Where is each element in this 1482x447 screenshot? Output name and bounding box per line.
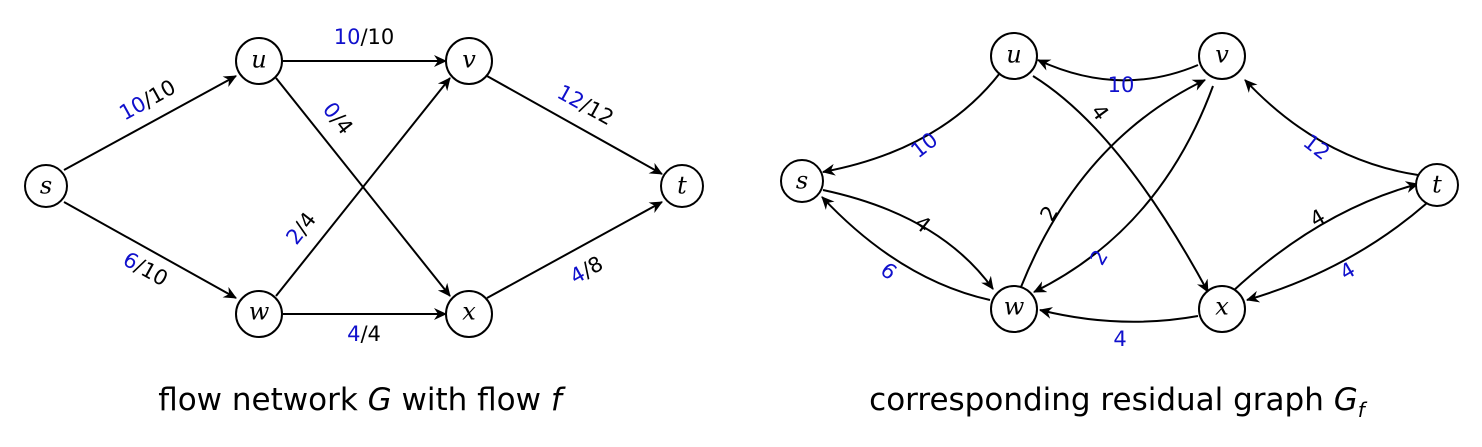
residual-node-w: w [990,285,1038,333]
residual-graph-diagram: 10 4 6 10 4 2 2 4 12 4 4 s u v w x t cor… [780,32,1459,422]
residual-edge-x-t [1231,181,1419,293]
edge-label-w-x: 4/4 [347,322,381,346]
residual-label-x-w: 4 [1113,327,1126,351]
node-u: u [235,37,283,85]
edge-label-s-w: 6/10 [119,247,172,291]
residual-label-v-u: 10 [1108,73,1135,97]
residual-label-t-v: 12 [1299,130,1335,165]
edge-label-v-t: 12/12 [553,80,618,130]
residual-edge-v-w [1033,85,1214,293]
residual-edge-u-s [822,72,1001,176]
node-label-v: v [462,46,476,74]
residual-edge-v-u [1037,59,1199,82]
residual-label-s-w: 4 [910,211,935,238]
edge-x-t [486,201,663,299]
node-label-x: x [462,298,476,326]
residual-node-x: x [1198,285,1246,333]
edge-v-t [486,75,663,175]
residual-node-label-s: s [796,167,808,195]
residual-node-v: v [1198,32,1246,80]
residual-label-v-w: 2 [1085,246,1112,270]
node-w: w [235,290,283,338]
edge-label-x-t: 4/8 [566,251,607,288]
left-caption: flow network G with flow f [158,382,566,418]
node-label-u: u [251,46,266,74]
node-label-s: s [40,172,52,200]
residual-edge-w-v [1020,79,1206,288]
node-x: x [445,290,493,338]
residual-node-s: s [780,159,824,203]
residual-label-u-x: 4 [1086,100,1113,125]
residual-node-label-v: v [1215,41,1229,69]
residual-edge-w-s [821,196,991,301]
residual-label-w-v: 2 [1035,202,1062,226]
residual-node-label-u: u [1006,41,1021,69]
edge-s-u [63,75,237,171]
residual-edge-s-w [822,189,994,290]
edge-s-w [63,201,237,299]
edge-label-w-v: 2/4 [281,208,321,249]
node-t: t [660,164,704,208]
flow-network-diagram: 10/10 6/10 10/10 0/4 2/4 4/4 12/12 4/8 s… [24,25,704,418]
residual-edge-x-w [1039,307,1199,323]
residual-node-t: t [1415,163,1459,207]
edge-label-u-x: 0/4 [318,98,358,139]
residual-label-x-t: 4 [1306,204,1330,231]
residual-label-t-x: 4 [1336,257,1360,284]
residual-node-u: u [990,32,1038,80]
residual-node-label-w: w [1004,293,1025,321]
residual-node-label-x: x [1215,293,1229,321]
residual-edge-u-x [1032,75,1209,293]
right-caption: corresponding residual graph Gf [869,382,1368,422]
node-s: s [24,164,68,208]
edge-w-v [275,77,451,297]
node-label-t: t [677,172,687,200]
edge-label-u-v: 10/10 [334,25,395,49]
residual-label-u-s: 10 [906,128,942,163]
residual-node-label-t: t [1432,171,1442,199]
edge-label-s-u: 10/10 [115,75,180,125]
residual-label-w-s: 6 [876,258,901,285]
node-label-w: w [249,298,270,326]
residual-edge-t-v [1244,79,1419,176]
residual-edge-t-x [1246,202,1428,303]
node-v: v [445,37,493,85]
